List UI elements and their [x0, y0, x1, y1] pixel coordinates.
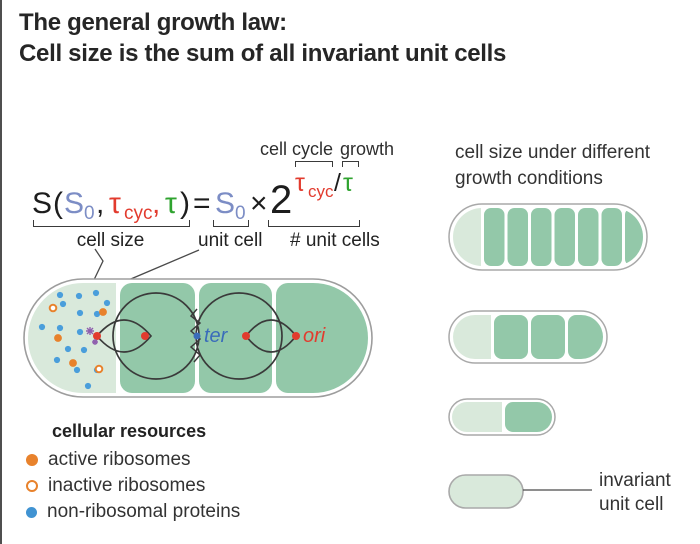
title-line-2: Cell size is the sum of all invariant un…: [19, 40, 507, 67]
divisome-marks: [86, 327, 98, 345]
unit-cell-segment: [507, 208, 528, 266]
medium-growth-cell: [448, 310, 608, 364]
formula-exponent-tau-cyc: τ: [295, 169, 305, 197]
ori-dot: [292, 332, 300, 340]
frame-left-border: [0, 0, 2, 544]
legend-item-active-ribosomes: active ribosomes: [26, 449, 191, 471]
non-ribosomal-protein-dots: [38, 289, 111, 390]
unit-cell-segment: [531, 208, 552, 266]
right-panel-heading-line-1: cell size under different: [455, 142, 651, 163]
fast-growth-cell: [448, 203, 648, 271]
formula-S0: S: [64, 187, 85, 220]
divisome-star: [92, 339, 98, 345]
inactive-ribosome-dots: [48, 303, 104, 374]
cell-size-leader-line: [91, 248, 104, 285]
cell-size-underbracket: [33, 220, 190, 227]
active-ribosome-marker-icon: [26, 454, 38, 466]
replication-bubble: [96, 319, 153, 353]
formula-exponent-slash: /: [334, 169, 341, 197]
active-ribosome-dots: [54, 308, 107, 367]
title-line-1: The general growth law:: [19, 9, 287, 36]
unit-cell-segment: [568, 315, 603, 359]
main-cell: [23, 278, 373, 398]
formula-times: ×: [250, 187, 268, 220]
cytoplasm-cap: [452, 402, 502, 432]
unit-cell-segment: [505, 402, 552, 432]
legend-item-label: non-ribosomal proteins: [47, 501, 241, 522]
legend-item-label: inactive ribosomes: [48, 475, 206, 496]
ter-label: ter: [204, 325, 228, 347]
invariant-unit-cell: [448, 474, 592, 509]
invariant-unit-cell-label-line-2: unit cell: [599, 494, 664, 515]
divisome-star: [86, 327, 94, 335]
formula-comma-1: ,: [96, 187, 105, 220]
growth-annotation: growth: [340, 139, 395, 159]
cell-envelope: [448, 474, 524, 509]
tau-overbracket: [342, 161, 359, 167]
unit-cell-segment: [554, 208, 575, 266]
unit-cell-segment: [276, 283, 368, 393]
formula-S: S: [32, 187, 53, 220]
unit-cell-underbracket: [213, 220, 249, 227]
ter-dot: [193, 332, 201, 340]
ori-dot: [242, 332, 250, 340]
formula-S0-unit: S: [215, 187, 236, 220]
right-panel-heading: cell size under different growth conditi…: [455, 140, 650, 192]
right-panel-heading-line-2: growth conditions: [455, 168, 603, 189]
unit-cell-segment: [601, 208, 622, 266]
formula-equals: =: [193, 187, 211, 220]
formula-base-2: 2: [270, 178, 293, 222]
formula-exponent-tau: τ: [343, 169, 353, 197]
num-unit-cells-label: # unit cells: [290, 230, 380, 251]
formula-S0-unit-subscript: 0: [235, 203, 246, 224]
legend-title: cellular resources: [52, 421, 207, 441]
formula-tau-cyc: τ: [109, 187, 121, 220]
slow-growth-cell: [448, 398, 556, 436]
page-title: The general growth law: Cell size is the…: [19, 7, 506, 69]
formula-lparen: (: [53, 187, 63, 220]
legend-item-inactive-ribosomes: inactive ribosomes: [26, 475, 205, 497]
growth-condition-cells: [448, 203, 648, 509]
formula-exponent-tau-cyc-subscript: cyc: [308, 182, 334, 201]
unit-cell-segment: [578, 208, 599, 266]
ori-dot: [93, 332, 101, 340]
unit-cell-segment: [484, 208, 505, 266]
unit-cell-segment: [199, 283, 272, 393]
tau-cyc-overbracket: [295, 161, 333, 167]
non-ribosomal-protein-marker-icon: [26, 506, 37, 518]
cell-cycle-annotation: cell cycle: [260, 139, 334, 159]
unit-cell-segment: [120, 283, 195, 393]
formula-tau-cyc-subscript: cyc: [124, 203, 153, 224]
unit-cell-segment: [625, 208, 643, 266]
invariant-unit-cell-label: invariant unit cell: [599, 469, 671, 517]
formula-tau: τ: [165, 187, 177, 220]
num-unit-cells-underbracket: [268, 220, 360, 227]
formula-comma-2: ,: [152, 187, 161, 220]
cytoplasm-cap: [28, 283, 116, 393]
cell-size-label: cell size: [76, 230, 145, 251]
unit-cell-segment: [494, 315, 528, 359]
unit-cell-label: unit cell: [198, 230, 263, 251]
ori-dot: [141, 332, 149, 340]
legend-item-label: active ribosomes: [48, 449, 191, 470]
legend-item-non-ribosomal-proteins: non-ribosomal proteins: [26, 501, 240, 523]
unit-cell-segment: [531, 315, 565, 359]
ori-dots: [93, 332, 300, 340]
inactive-ribosome-marker-icon: [26, 480, 38, 492]
invariant-unit-cell-label-line-1: invariant: [599, 470, 671, 491]
ori-label: ori: [303, 325, 326, 347]
cytoplasm-cap: [453, 315, 491, 359]
formula-rparen: ): [180, 187, 190, 220]
formula-S0-subscript: 0: [84, 203, 95, 224]
